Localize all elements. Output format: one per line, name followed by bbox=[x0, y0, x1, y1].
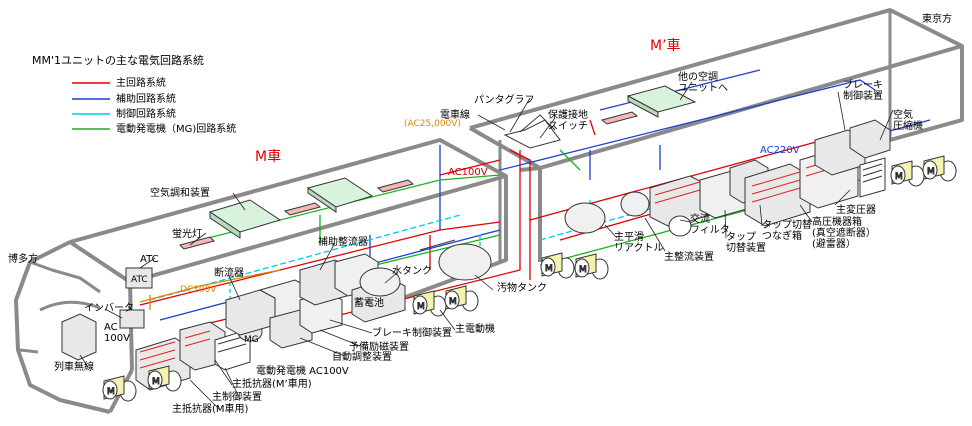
label-pantograph: パンタグラフ bbox=[474, 93, 535, 106]
roof-equipment bbox=[179, 85, 697, 250]
voltage-mg-ac100: 電動発電機 AC100V bbox=[256, 364, 349, 377]
motor-2 bbox=[412, 295, 428, 315]
equipment-labels: 他の空調ユニットへパンタグラフ電車線保護接地スイッチブレーキ制御装置空気圧縮機空… bbox=[54, 70, 923, 415]
motor-5 bbox=[574, 258, 590, 278]
motor-1 bbox=[147, 370, 163, 390]
label-main-resistor-m: 主抵抗器(M車用) bbox=[172, 402, 249, 415]
motor-4 bbox=[540, 257, 556, 277]
label-ac-filter: 交流フィルタ bbox=[690, 212, 730, 236]
motor-0 bbox=[102, 380, 118, 400]
bogies: M M M M M M M M bbox=[102, 155, 957, 402]
car-body-m bbox=[14, 138, 508, 414]
legend-label-1: 補助回路系統 bbox=[116, 92, 176, 105]
label-atc-box: ATC bbox=[131, 275, 148, 285]
label-fluorescent-lamp: 蛍光灯 bbox=[172, 227, 202, 240]
underfloor-equipment-m-prime bbox=[564, 119, 891, 237]
motor-mark-3: M bbox=[449, 297, 457, 307]
label-smoothing-reactor: 主平滑リアクトル bbox=[614, 231, 664, 254]
legend-label-2: 制御回路系統 bbox=[116, 107, 176, 120]
label-sewage-tank: 汚物タンク bbox=[497, 281, 547, 294]
motor-mark-1: M bbox=[152, 377, 160, 387]
voltage-ac100-top: AC100V bbox=[448, 167, 488, 178]
underfloor-equipment-m bbox=[61, 239, 492, 391]
legend-label-3: 電動発電機（MG)回路系統 bbox=[116, 122, 236, 135]
diagram-title: MM'1ユニットの主な電気回路系統 bbox=[32, 53, 204, 67]
label-main-resistor-mprime: 主抵抗器(M’車用) bbox=[232, 377, 312, 390]
motor-7 bbox=[922, 160, 938, 180]
car-body-m-prime bbox=[469, 8, 964, 262]
motor-mark-5: M bbox=[579, 265, 587, 275]
direction-left: 博多方 bbox=[8, 252, 38, 265]
motor-mark-6: M bbox=[895, 172, 903, 182]
label-air-conditioner: 空気調和装置 bbox=[150, 186, 210, 199]
label-train-radio: 列車無線 bbox=[54, 360, 94, 373]
label-ground-switch: 保護接地スイッチ bbox=[548, 108, 588, 132]
label-main-transformer: 主変圧器 bbox=[836, 203, 876, 216]
motor-3 bbox=[444, 290, 460, 310]
voltage-dc100: DC100V bbox=[180, 285, 217, 295]
label-main-motor: 主電動機 bbox=[455, 322, 495, 335]
label-air-compressor: 空気圧縮機 bbox=[893, 108, 923, 132]
label-main-controller: 主制御装置 bbox=[212, 390, 262, 403]
motor-mark-2: M bbox=[417, 302, 425, 312]
label-tap-changer: タップ切替装置 bbox=[726, 231, 766, 254]
car-label-m: M車 bbox=[255, 148, 281, 165]
label-aux-rectifier: 補助整流器 bbox=[318, 235, 368, 248]
leader-lines bbox=[79, 81, 894, 411]
motor-mark-4: M bbox=[545, 264, 553, 274]
label-atc: ATC bbox=[140, 254, 159, 265]
label-main-rectifier: 主整流装置 bbox=[664, 250, 714, 263]
legend-label-0: 主回路系統 bbox=[116, 76, 166, 89]
motor-mark-0: M bbox=[107, 387, 115, 397]
label-pre-excitation: 予備励磁装置 bbox=[349, 340, 409, 353]
label-inverter: インバータ bbox=[84, 302, 134, 314]
label-battery: 蓄電池 bbox=[354, 296, 384, 309]
direction-right: 東京方 bbox=[922, 12, 952, 25]
label-overhead-wire: 電車線 bbox=[440, 108, 470, 121]
label-brake-control: ブレーキ制御装置 bbox=[372, 326, 452, 339]
motor-6 bbox=[890, 165, 906, 185]
motor-mark-7: M bbox=[927, 167, 935, 177]
label-water-tank: 水タンク bbox=[392, 265, 432, 277]
label-brake-control-top: ブレーキ制御装置 bbox=[843, 78, 883, 102]
label-mg: MG bbox=[244, 335, 259, 345]
voltage-ac220: AC220V bbox=[760, 145, 800, 156]
label-auto-adjust: 自動調整装置 bbox=[332, 350, 392, 363]
label-circuit-breaker: 断流器 bbox=[214, 266, 244, 279]
car-label-m-prime: M’車 bbox=[650, 37, 681, 54]
label-other-ac: 他の空調ユニットへ bbox=[678, 70, 728, 94]
label-tap-junction-box: タップ切替つなぎ箱 bbox=[762, 218, 812, 242]
label-hv-box: 高圧機器箱(真空遮断器）(避雷器） bbox=[812, 215, 876, 250]
voltage-ac25000: (AC25,000V) bbox=[404, 119, 461, 129]
